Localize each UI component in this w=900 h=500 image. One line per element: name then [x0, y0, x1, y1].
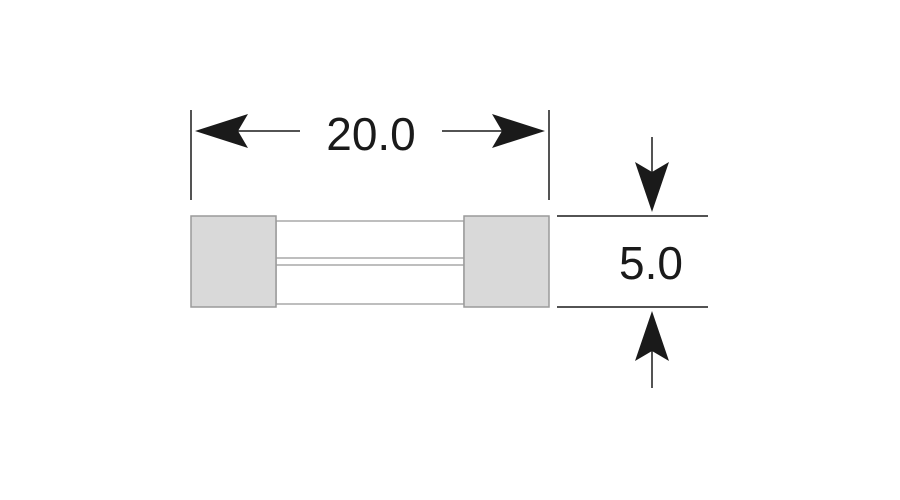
left-arrowhead-icon: [195, 114, 248, 148]
fuse-body: [190, 215, 550, 308]
glass-tube: [275, 220, 465, 305]
length-dimension: 20.0: [190, 108, 550, 200]
length-label: 20.0: [326, 108, 416, 160]
left-end-cap: [190, 215, 277, 308]
right-end-cap: [463, 215, 550, 308]
up-arrowhead-icon: [635, 311, 669, 361]
diameter-label: 5.0: [619, 237, 683, 289]
diameter-dimension: 5.0: [557, 137, 708, 388]
right-arrowhead-icon: [492, 114, 545, 148]
down-arrowhead-icon: [635, 162, 669, 212]
